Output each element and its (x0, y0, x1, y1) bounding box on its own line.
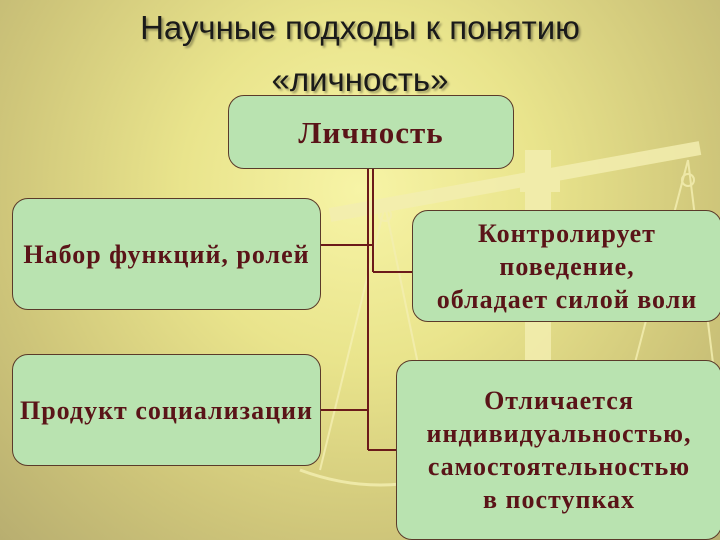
approach-label-controls-line3: обладает силой воли (436, 284, 698, 314)
approach-box-functions-roles: Набор функций, ролей (12, 198, 321, 310)
approach-label-individuality-line1: Отличается (484, 386, 634, 415)
connector-lines (321, 169, 412, 451)
approach-label-individuality-line2: индивидуальностью, (426, 419, 692, 448)
approach-box-controls-behavior: Контролирует поведение, обладает силой в… (412, 210, 720, 322)
approach-label-individuality-line4: в поступках (482, 485, 636, 514)
title-line-1: Научные подходы к понятию (140, 9, 580, 46)
page-title: Научные подходы к понятию «личность» (0, 2, 720, 106)
approach-label-functions-roles: Набор функций, ролей (23, 239, 310, 269)
central-concept-label: Личность (298, 114, 444, 150)
approach-label-individuality-line3: самостоятельностью (427, 452, 691, 481)
approach-box-individuality: Отличается индивидуальностью, самостояте… (396, 360, 720, 540)
approach-box-socialization: Продукт социализации (12, 354, 321, 466)
approach-label-controls-line2: поведение, (499, 251, 635, 281)
approach-label-controls-line1: Контролирует (478, 218, 656, 248)
title-line-2: «личность» (271, 61, 449, 98)
approach-label-socialization: Продукт социализации (19, 395, 314, 425)
central-concept-box: Личность (228, 95, 514, 169)
